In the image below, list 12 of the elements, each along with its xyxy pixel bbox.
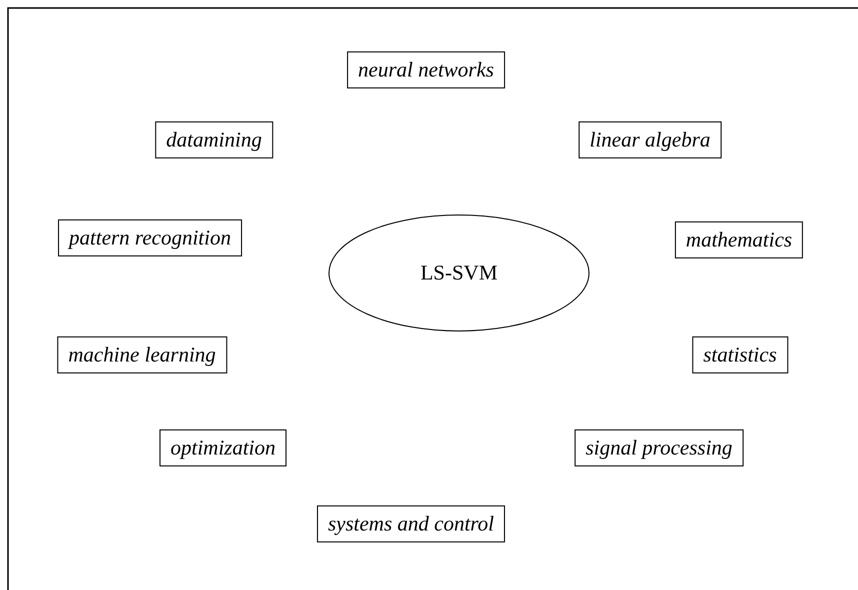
topic-box: datamining xyxy=(155,121,273,159)
topic-box: mathematics xyxy=(674,221,804,259)
topic-box: signal processing xyxy=(574,429,744,467)
topic-box: systems and control xyxy=(316,505,506,543)
ellipse-node xyxy=(328,214,590,332)
topic-box: statistics xyxy=(692,336,788,374)
topic-box: neural networks xyxy=(347,51,505,89)
topic-box: optimization xyxy=(160,429,286,467)
node-label: LS-SVM xyxy=(419,260,499,286)
topic-box: pattern recognition xyxy=(58,219,242,257)
topic-box: linear algebra xyxy=(578,121,722,159)
topic-box: machine learning xyxy=(57,336,227,374)
